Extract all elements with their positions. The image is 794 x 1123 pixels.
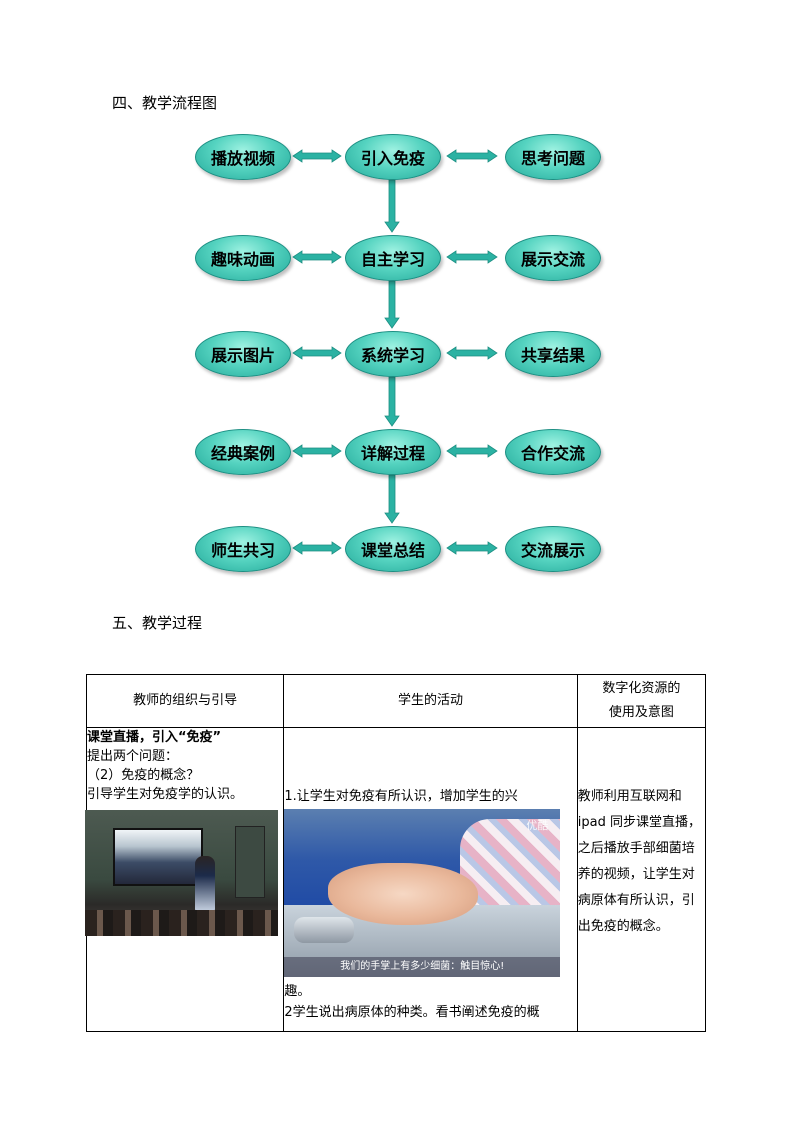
- resource-cell: 教师利用互联网和ipad 同步课堂直播，之后播放手部细菌培养的视频，让学生对病原…: [576, 727, 707, 1032]
- teacher-cell-line: 提出两个问题：: [87, 749, 179, 764]
- flow-node-right-4: 合作交流: [505, 429, 601, 475]
- flow-node-left-3: 展示图片: [195, 331, 291, 377]
- flow-arrow-right-2: [446, 250, 498, 264]
- teacher-cell-line: （2）免疫的概念？: [87, 768, 200, 783]
- header-resources-line1: 数字化资源的: [602, 681, 681, 696]
- student-activity-1-tail: 趣。: [284, 984, 311, 999]
- flow-arrow-down-2: [384, 280, 400, 329]
- flowchart-arrows: [292, 149, 498, 555]
- teacher-cell: 课堂直播，引入“免疫” 提出两个问题： （2）免疫的概念？ 引导学生对免疫学的认…: [85, 727, 285, 1032]
- teacher-cell-line: 引导学生对免疫学的认识。: [87, 787, 244, 802]
- flow-node-center-2: 自主学习: [345, 235, 441, 281]
- table-header-row: 教师的组织与引导 学生的活动 数字化资源的 使用及意图: [85, 674, 707, 728]
- flow-node-left-4: 经典案例: [195, 429, 291, 475]
- flow-node-right-1: 思考问题: [505, 134, 601, 180]
- header-student: 学生的活动: [283, 674, 578, 728]
- student-activity-2: 2学生说出病原体的种类。看书阐述免疫的概: [284, 1005, 540, 1020]
- header-teacher: 教师的组织与引导: [85, 674, 285, 728]
- handwashing-video-thumbnail[interactable]: 优酷 我们的手掌上有多少细菌：触目惊心!: [284, 809, 561, 977]
- flow-node-left-1: 播放视频: [195, 134, 291, 180]
- flow-node-center-4: 详解过程: [345, 429, 441, 475]
- header-resources: 数字化资源的 使用及意图: [576, 674, 707, 728]
- student-activity-1: 1.让学生对免疫有所认识，增加学生的兴: [284, 789, 518, 804]
- flow-arrow-right-1: [446, 149, 498, 163]
- teaching-process-table: 教师的组织与引导 学生的活动 数字化资源的 使用及意图 课堂直播，引入“免疫” …: [85, 674, 707, 1032]
- flow-node-center-1: 引入免疫: [345, 134, 441, 180]
- flow-node-right-5: 交流展示: [505, 526, 601, 572]
- video-logo: 优酷: [526, 819, 549, 832]
- student-cell: 1.让学生对免疫有所认识，增加学生的兴 优酷 我们的手掌上有多少细菌：触目惊心!…: [283, 727, 578, 1032]
- flow-node-center-3: 系统学习: [345, 331, 441, 377]
- flow-arrow-right-4: [446, 444, 498, 458]
- heading-process: 五、教学过程: [112, 614, 203, 632]
- flow-arrow-down-4: [384, 474, 400, 524]
- table-row: 课堂直播，引入“免疫” 提出两个问题： （2）免疫的概念？ 引导学生对免疫学的认…: [85, 727, 707, 1032]
- flow-arrow-down-1: [384, 179, 400, 233]
- flow-arrow-right-5: [446, 541, 498, 555]
- flow-arrow-left-4: [292, 444, 342, 458]
- flow-node-center-5: 课堂总结: [345, 526, 441, 572]
- video-caption: 我们的手掌上有多少细菌：触目惊心!: [284, 957, 561, 977]
- heading-flowchart: 四、教学流程图: [112, 94, 218, 112]
- flow-node-left-5: 师生共习: [195, 526, 291, 572]
- classroom-photo: [85, 810, 278, 936]
- teacher-cell-title: 课堂直播，引入“免疫”: [87, 730, 222, 745]
- flow-node-left-2: 趣味动画: [195, 235, 291, 281]
- flow-arrow-left-3: [292, 346, 342, 360]
- flow-arrow-right-3: [446, 346, 498, 360]
- flow-arrow-down-3: [384, 376, 400, 427]
- resource-text: 教师利用互联网和ipad 同步课堂直播，之后播放手部细菌培养的视频，让学生对病原…: [577, 789, 701, 934]
- header-resources-line2: 使用及意图: [608, 705, 674, 720]
- flow-arrow-left-5: [292, 541, 342, 555]
- flow-arrow-left-2: [292, 250, 342, 264]
- flow-arrow-left-1: [292, 149, 342, 163]
- flow-node-right-2: 展示交流: [505, 235, 601, 281]
- flow-node-right-3: 共享结果: [505, 331, 601, 377]
